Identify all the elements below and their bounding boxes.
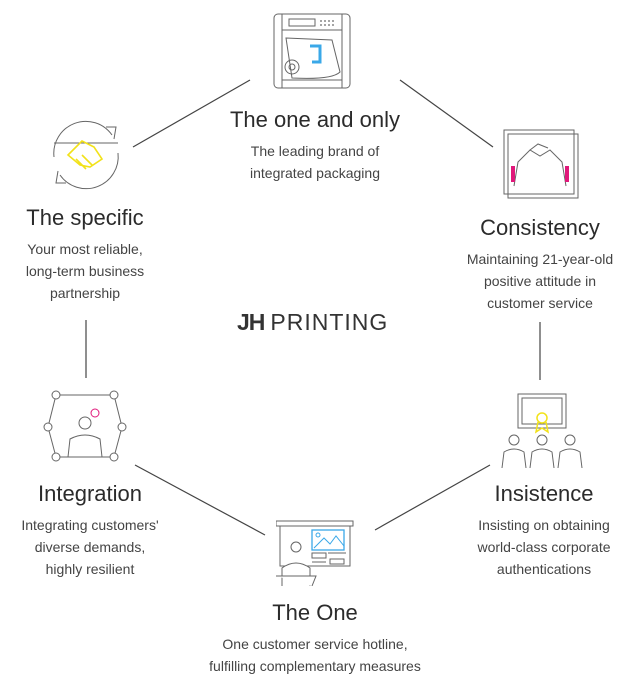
desc-line: Maintaining 21-year-old	[466, 251, 614, 267]
desc-line: customer service	[487, 295, 593, 311]
desc-line: positive attitude in	[483, 273, 597, 289]
desc-line: long-term business	[25, 263, 145, 279]
desc-line: The leading brand of	[250, 143, 380, 159]
desc-line: diverse demands,	[34, 539, 146, 555]
node-insistence: Insistence Insisting on obtaining world-…	[434, 480, 621, 580]
logo-light: PRINTING	[270, 309, 389, 335]
desc-line: integrated packaging	[250, 165, 380, 181]
network-person-icon	[43, 390, 127, 462]
node-description: Your most reliable, long-term business p…	[0, 238, 195, 304]
node-title: The one and only	[229, 107, 401, 132]
certificate-audience-icon	[501, 393, 583, 469]
connector-line	[132, 79, 251, 148]
node-title: Consistency	[480, 215, 600, 240]
node-title: Insistence	[494, 481, 594, 506]
node-title: The specific	[26, 205, 144, 230]
node-the-specific: The specific Your most reliable, long-te…	[0, 204, 195, 304]
node-description: Insisting on obtaining world-class corpo…	[434, 514, 621, 580]
logo-bold: JH	[237, 309, 265, 335]
node-integration: Integration Integrating customers' diver…	[0, 480, 200, 580]
node-the-one-and-only: The one and only The leading brand of in…	[205, 106, 425, 184]
desc-line: highly resilient	[45, 561, 135, 577]
node-consistency: Consistency Maintaining 21-year-old posi…	[430, 214, 621, 314]
desc-line: One customer service hotline,	[222, 636, 408, 652]
node-description: Maintaining 21-year-old positive attitud…	[430, 248, 621, 314]
node-description: Integrating customers' diverse demands, …	[0, 514, 200, 580]
presentation-icon	[276, 520, 354, 586]
node-description: One customer service hotline, fulfilling…	[205, 633, 425, 677]
connector-line	[374, 464, 491, 531]
desc-line: partnership	[49, 285, 121, 301]
handshake-cycle-icon	[53, 120, 119, 190]
desc-line: world-class corporate	[477, 539, 611, 555]
handshake-book-icon	[503, 129, 579, 199]
desc-line: authentications	[496, 561, 592, 577]
node-title: The One	[272, 600, 358, 625]
printer-icon	[273, 13, 351, 89]
desc-line: fulfilling complementary measures	[209, 658, 421, 674]
desc-line: Integrating customers'	[21, 517, 159, 533]
connector-line	[399, 79, 494, 148]
desc-line: Insisting on obtaining	[478, 517, 610, 533]
desc-line: Your most reliable,	[27, 241, 143, 257]
node-description: The leading brand of integrated packagin…	[205, 140, 425, 184]
connector-line	[134, 464, 266, 536]
node-title: Integration	[38, 481, 142, 506]
node-the-one: The One One customer service hotline, fu…	[205, 599, 425, 677]
